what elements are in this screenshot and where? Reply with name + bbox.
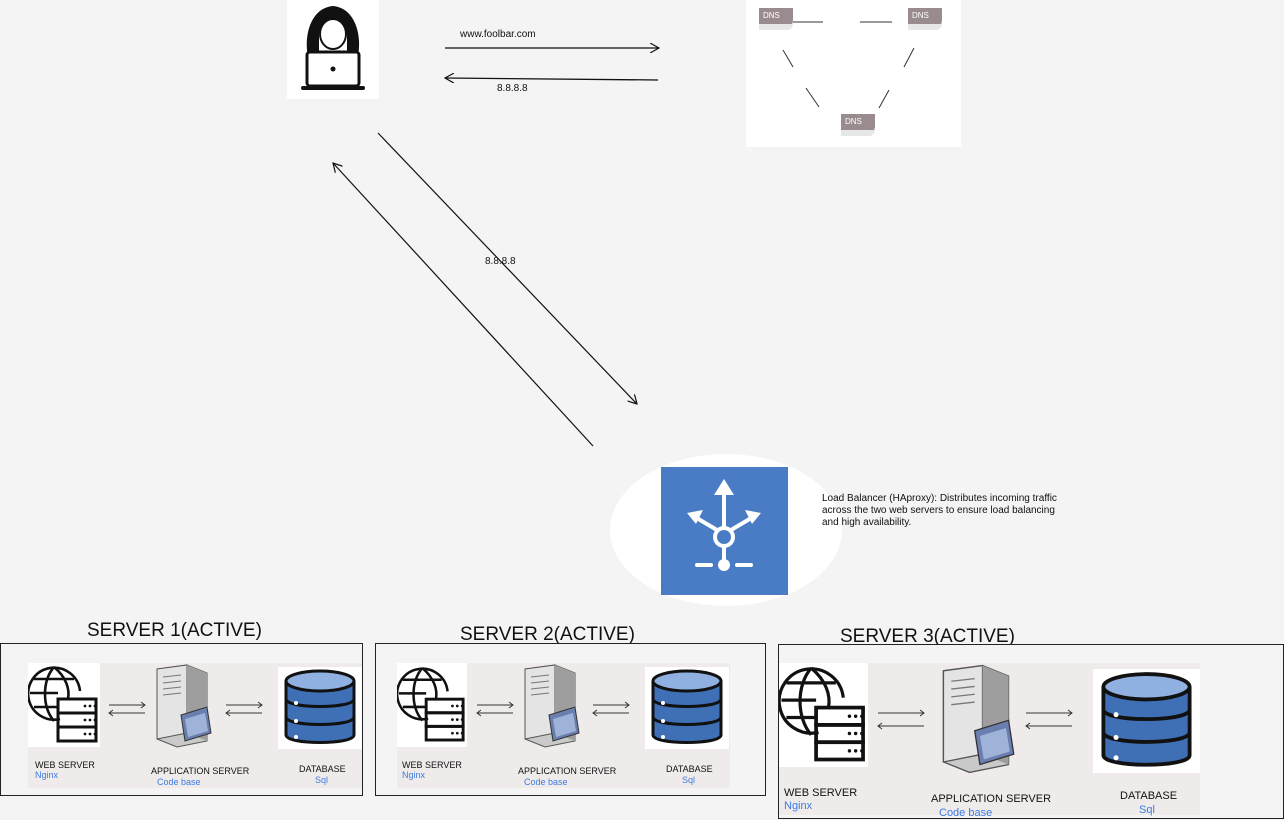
database-icon [651,669,723,744]
database-label: DATABASE [666,764,713,774]
web-server-label: WEB SERVER [35,760,95,770]
web-server-label: WEB SERVER [402,760,462,770]
app-server-sublabel: Code base [157,777,201,787]
server-2-box: WEB SERVER Nginx APPLICATION SERVER Code… [375,643,766,796]
app-server-node [151,663,213,749]
globe-server-icon [777,666,865,762]
database-node [278,667,362,749]
web-server-label: WEB SERVER [784,787,858,799]
server-3-box: WEB SERVER Nginx APPLICATION SERVER Code… [777,644,1284,819]
load-balancer-icon [687,479,761,571]
server-1-arrows [108,701,263,717]
globe-server-icon [395,667,465,742]
load-balancer-node [661,467,788,595]
app-server-label: APPLICATION SERVER [518,766,617,776]
server-1-box: WEB SERVER Nginx APPLICATION SERVER Code… [0,643,363,796]
database-sublabel: Sql [682,775,696,785]
app-server-node [931,663,1021,775]
dns-node: DNS [908,8,942,30]
server-1-title: SERVER 1(ACTIVE) [87,620,262,641]
server-tower-icon [524,664,580,748]
dns-response-label: 8.8.8.8 [497,83,528,94]
dns-node: DNS [759,8,793,30]
globe-server-icon [26,666,98,743]
dns-response-arrow [445,78,659,80]
server-tower-icon [156,664,212,748]
app-server-label: APPLICATION SERVER [151,766,250,776]
dns-node: DNS [841,114,875,136]
server-2-arrows [476,701,630,717]
lb-flow-label: 8.8.8.8 [485,256,516,267]
database-icon [1101,672,1192,767]
server-2-title: SERVER 2(ACTIVE) [460,624,635,645]
web-server-sublabel: Nginx [35,770,59,780]
from-load-balancer-arrow [333,163,594,447]
app-server-node [519,663,581,749]
to-load-balancer-arrow [377,132,637,404]
server-tower-icon [942,664,1015,774]
request-label: www.foolbar.com [460,29,536,40]
database-node [645,667,729,749]
user-laptop-icon [301,6,365,90]
web-server-sublabel: Nginx [784,800,813,812]
database-label: DATABASE [1120,790,1178,802]
database-sublabel: Sql [1139,804,1155,816]
database-label: DATABASE [299,764,346,774]
web-server-node [26,663,100,747]
database-node [1093,669,1200,773]
app-server-sublabel: Code base [524,777,568,787]
database-sublabel: Sql [315,775,329,785]
database-icon [284,669,356,744]
web-server-node [777,663,868,767]
server-3-title: SERVER 3(ACTIVE) [840,626,1015,647]
web-server-sublabel: Nginx [402,770,426,780]
dns-cluster-panel: DNS DNS DNS [746,0,961,147]
app-server-label: APPLICATION SERVER [931,793,1052,805]
dns-links [782,21,915,109]
user-card [287,0,379,99]
load-balancer-description: Load Balancer (HAproxy): Distributes inc… [822,493,1057,528]
web-server-node [395,663,467,747]
server-3-arrows [877,709,1073,730]
app-server-sublabel: Code base [939,807,993,819]
